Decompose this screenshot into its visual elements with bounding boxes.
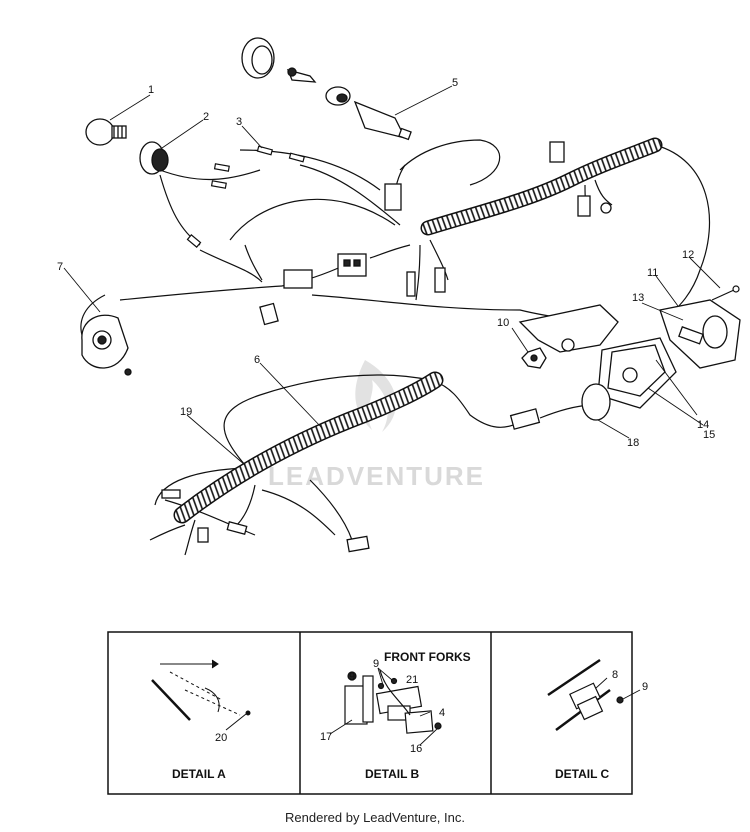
harness-conduit-upper	[420, 137, 663, 236]
callout-10: 10	[497, 317, 509, 329]
callout-16: 16	[410, 743, 422, 755]
harness-conduit-lower	[173, 371, 444, 524]
callout-1: 1	[148, 84, 154, 96]
watermark-text: LEADVENTURE	[268, 461, 485, 491]
callout-2: 2	[203, 111, 209, 123]
callout-4: 4	[439, 707, 445, 719]
callout-21: 21	[406, 674, 418, 686]
tail-lamp-bracket	[518, 304, 619, 353]
bulb	[85, 118, 127, 146]
callout-15: 15	[703, 429, 715, 441]
callout-20: 20	[215, 732, 227, 744]
leader-lines	[63, 85, 721, 466]
nut	[521, 347, 547, 369]
callout-14: 14	[697, 419, 709, 431]
tail-lamp-gasket	[597, 337, 677, 409]
callout-labels: 1 2 3 5 7 6 19 10 11 12 13 14 15 18	[57, 77, 715, 449]
callout-b-9-top: 9	[373, 658, 379, 670]
tail-lamp-screw	[711, 285, 740, 301]
bulb-socket	[139, 141, 169, 175]
detail-b-header: FRONT FORKS	[384, 650, 471, 664]
detail-b-title: DETAIL B	[365, 767, 420, 781]
callout-3: 3	[236, 116, 242, 128]
callout-c-9: 9	[642, 681, 648, 693]
rear-lamp-socket	[509, 383, 611, 430]
detail-c-title: DETAIL C	[555, 767, 610, 781]
footer-credit: Rendered by LeadVenture, Inc.	[285, 810, 465, 825]
callout-13: 13	[632, 292, 644, 304]
detail-a-title: DETAIL A	[172, 767, 226, 781]
callout-b-9-left: 9	[349, 671, 355, 683]
callout-11: 11	[647, 267, 658, 279]
callout-18: 18	[627, 437, 639, 449]
callout-17: 17	[320, 731, 332, 743]
connector-blocks	[259, 141, 612, 326]
callout-12: 12	[682, 249, 694, 261]
handlebar-switch	[81, 314, 132, 376]
callout-7: 7	[57, 261, 63, 273]
callout-8: 8	[612, 669, 618, 681]
lower-terminals	[161, 489, 370, 553]
watermark: LEADVENTURE	[268, 360, 485, 491]
callout-19: 19	[180, 406, 192, 418]
wire-terminals	[186, 145, 306, 249]
detail-a: 20 DETAIL A	[151, 659, 251, 781]
callout-5: 5	[452, 77, 458, 89]
detail-c: 8 9 DETAIL C	[547, 658, 648, 781]
detail-b: FRONT FORKS 9 9 21 4 17 16 DETAIL B	[320, 650, 471, 781]
tail-lamp-housing	[659, 299, 741, 369]
ignition-key-switch	[241, 37, 412, 141]
callout-6: 6	[254, 354, 260, 366]
